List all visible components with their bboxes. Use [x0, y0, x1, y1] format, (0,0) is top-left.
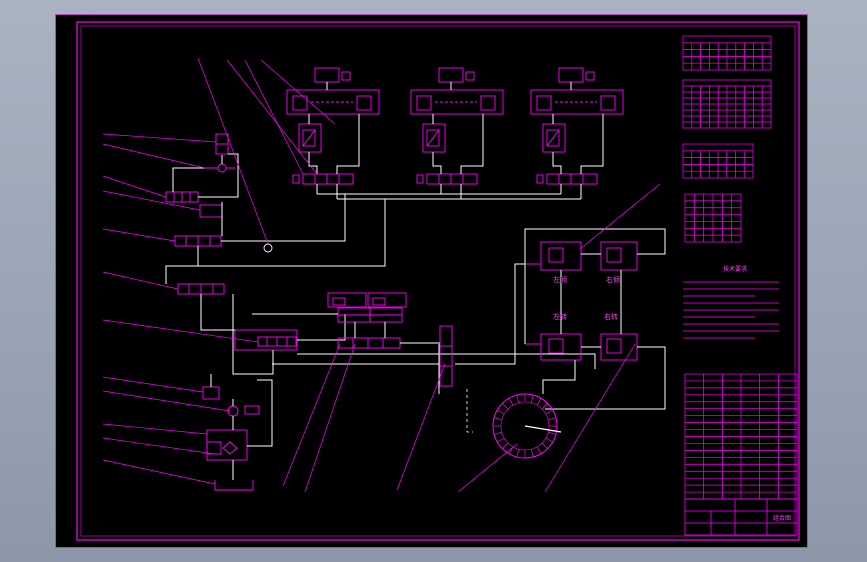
drawing-frame	[76, 21, 800, 541]
middle-valves	[327, 292, 453, 387]
notes-title: 技术要求	[723, 265, 747, 273]
rotary-dial	[466, 389, 562, 459]
cad-viewport[interactable]: 技术要求 组合图 左倾 右倾 左转 右转	[55, 14, 808, 548]
valve-group-1	[286, 67, 380, 185]
title-block-name: 组合图	[773, 514, 791, 522]
right-motors	[525, 241, 638, 361]
valve-group-wires-1	[308, 82, 360, 199]
valve-group-3	[530, 67, 624, 185]
parameter-tables	[682, 35, 798, 500]
parts-list	[684, 373, 798, 500]
pressure-gauge-icon	[263, 243, 273, 253]
valve-group-2	[410, 67, 504, 185]
right-wires	[524, 228, 666, 410]
label-right-turn: 右转	[604, 312, 618, 321]
label-left-turn: 左转	[553, 312, 567, 321]
table-3	[682, 143, 754, 179]
inner-frame	[80, 25, 796, 537]
valve-group-wires-2	[432, 82, 484, 199]
valve-group-wires-3	[552, 82, 604, 199]
middle-wires	[252, 313, 440, 344]
top-valve-groups	[263, 67, 624, 253]
leader-lines	[102, 57, 661, 493]
technical-notes: 技术要求	[683, 265, 779, 339]
left-valve-stack	[165, 133, 298, 491]
left-wires	[165, 153, 596, 480]
label-right-tilt: 右倾	[606, 275, 620, 284]
title-block: 组合图	[684, 498, 798, 536]
hydraulic-schematic: 技术要求 组合图 左倾 右倾 左转 右转	[55, 14, 808, 548]
supply-bus	[317, 193, 581, 204]
table-1	[682, 35, 772, 71]
label-left-tilt: 左倾	[553, 275, 567, 284]
table-4	[684, 193, 742, 243]
viewport-border	[55, 14, 808, 548]
table-2	[682, 79, 772, 129]
